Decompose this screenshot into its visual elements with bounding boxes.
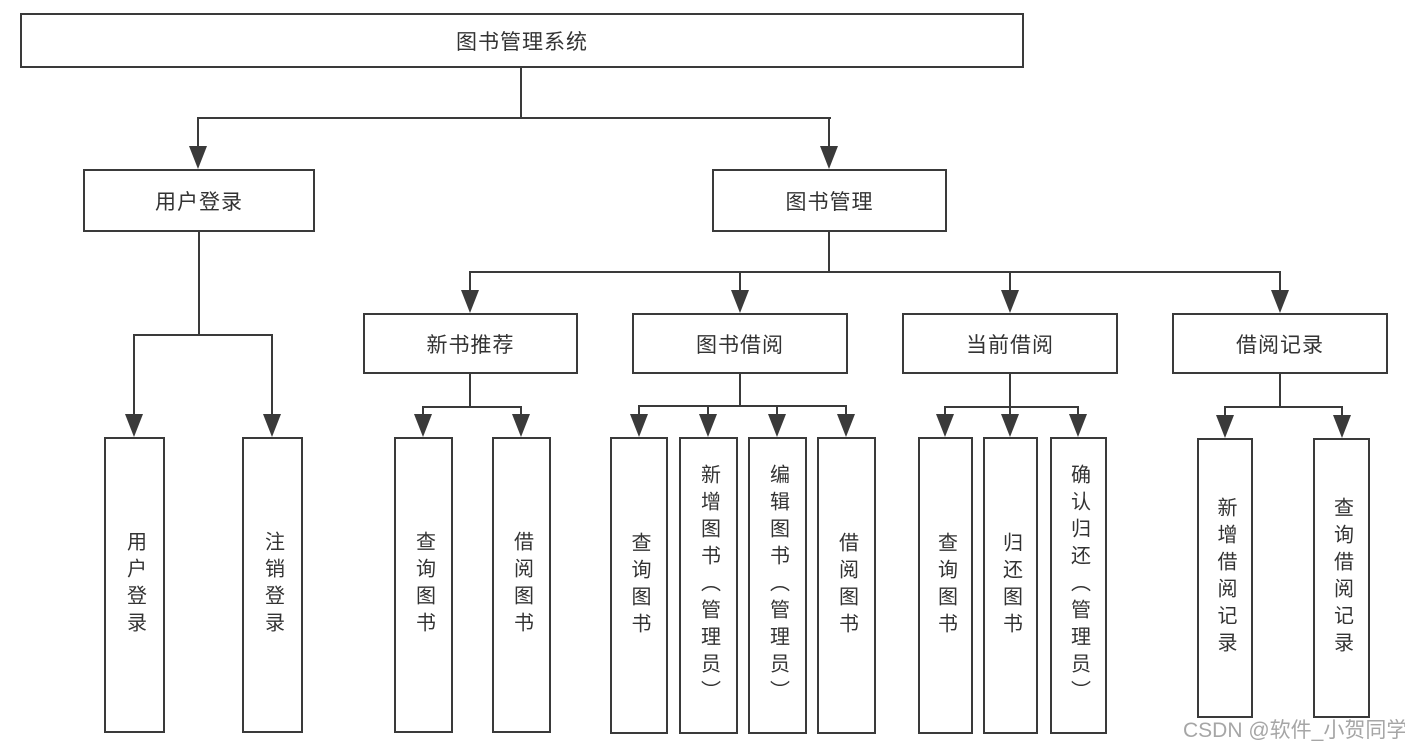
connector-drop: [707, 405, 709, 416]
connector-drop-new-book: [469, 271, 471, 291]
leaf-query-books-borrow: 查询图书: [610, 437, 668, 734]
arrowhead-current-borrow: [1001, 290, 1019, 313]
node-label: 查询图书: [412, 531, 435, 639]
leaf-query-books-current: 查询图书: [918, 437, 973, 734]
node-label: 新书推荐: [426, 333, 515, 357]
connector-drop: [422, 406, 424, 416]
arrowhead: [1001, 414, 1019, 437]
node-new-book-recommend: 新书推荐: [363, 313, 578, 374]
node-label: 借阅图书: [835, 531, 858, 640]
arrowhead-user-login: [189, 146, 207, 169]
leaf-add-books-admin: 新增图书（管理员）: [679, 437, 738, 734]
arrowhead: [1216, 415, 1234, 438]
node-label: 图书管理系统: [456, 30, 588, 54]
node-book-borrow: 图书借阅: [632, 313, 848, 374]
arrowhead-new-book: [461, 290, 479, 313]
connector-drop: [520, 406, 522, 416]
connector-drop: [776, 405, 778, 416]
connector-drop: [1224, 406, 1226, 417]
node-current-borrow: 当前借阅: [902, 313, 1118, 374]
node-label: 新增图书（管理员）: [697, 464, 720, 707]
connector-drop-current-borrow: [1009, 271, 1011, 291]
csdn-watermark: CSDN @软件_小贺同学: [1183, 719, 1405, 742]
connector-currentborrow-horizontal: [944, 406, 1079, 408]
node-label: 查询图书: [628, 531, 650, 640]
arrowhead: [768, 414, 786, 437]
arrowhead-book-borrow: [731, 290, 749, 313]
leaf-borrow-books-recommend: 借阅图书: [492, 437, 551, 733]
connector-root-vertical: [520, 68, 522, 118]
node-label: 用户登录: [123, 531, 146, 639]
arrowhead: [414, 414, 432, 437]
connector-newbook-vertical: [469, 374, 471, 408]
node-label: 查询借阅记录: [1330, 497, 1353, 659]
arrowhead: [837, 414, 855, 437]
node-label: 当前借阅: [966, 333, 1054, 357]
leaf-query-books-recommend: 查询图书: [394, 437, 453, 733]
connector-borrowrecord-horizontal: [1224, 406, 1343, 408]
leaf-return-books: 归还图书: [983, 437, 1038, 734]
connector-drop-book-management: [828, 117, 830, 148]
arrowhead: [630, 414, 648, 437]
arrowhead-leaf-login: [125, 414, 143, 437]
arrowhead: [1069, 414, 1087, 437]
connector-drop: [638, 405, 640, 416]
arrowhead-borrow-record: [1271, 290, 1289, 313]
connector-bookborrow-vertical: [739, 374, 741, 407]
connector-userlogin-horizontal: [133, 334, 273, 336]
connector-currentborrow-vertical: [1009, 374, 1011, 408]
arrowhead-book-management: [820, 146, 838, 169]
leaf-borrow-books: 借阅图书: [817, 437, 876, 734]
arrowhead: [936, 414, 954, 437]
connector-drop-leaf-logout: [271, 334, 273, 415]
leaf-add-borrow-record: 新增借阅记录: [1197, 438, 1253, 718]
node-label: 借阅图书: [510, 531, 533, 639]
leaf-confirm-return-admin: 确认归还（管理员）: [1050, 437, 1107, 734]
connector-newbook-horizontal: [422, 406, 522, 408]
connector-drop-user-login: [197, 117, 199, 148]
leaf-edit-books-admin: 编辑图书（管理员）: [748, 437, 807, 734]
connector-bookmgmt-vertical: [828, 232, 830, 273]
node-label: 编辑图书（管理员）: [766, 464, 789, 707]
connector-drop: [845, 405, 847, 416]
node-label: 查询图书: [934, 531, 957, 640]
leaf-logout: 注销登录: [242, 437, 303, 733]
connector-root-horizontal: [197, 117, 831, 119]
node-user-login: 用户登录: [83, 169, 315, 232]
node-book-management: 图书管理: [712, 169, 947, 232]
connector-bookborrow-horizontal: [638, 405, 847, 407]
arrowhead-leaf-logout: [263, 414, 281, 437]
arrowhead: [512, 414, 530, 437]
node-label: 新增借阅记录: [1214, 497, 1236, 659]
node-library-system: 图书管理系统: [20, 13, 1024, 68]
leaf-query-borrow-record: 查询借阅记录: [1313, 438, 1370, 718]
node-label: 图书管理: [785, 190, 874, 214]
node-label: 归还图书: [999, 531, 1022, 640]
connector-drop-borrow-record: [1279, 271, 1281, 291]
connector-bookmgmt-horizontal: [469, 271, 1281, 273]
connector-borrowrecord-vertical: [1279, 374, 1281, 408]
node-label: 注销登录: [261, 531, 284, 639]
connector-drop: [1341, 406, 1343, 417]
connector-drop-leaf-login: [133, 334, 135, 415]
connector-drop-book-borrow: [739, 271, 741, 291]
node-label: 用户登录: [155, 190, 243, 214]
connector-userlogin-vertical: [198, 232, 200, 336]
node-label: 图书借阅: [696, 333, 784, 357]
node-borrow-records: 借阅记录: [1172, 313, 1388, 374]
connector-drop: [944, 406, 946, 416]
node-label: 确认归还（管理员）: [1067, 464, 1090, 707]
arrowhead: [1333, 415, 1351, 438]
leaf-user-login: 用户登录: [104, 437, 165, 733]
connector-drop: [1077, 406, 1079, 416]
connector-drop: [1009, 406, 1011, 416]
arrowhead: [699, 414, 717, 437]
node-label: 借阅记录: [1236, 333, 1324, 357]
